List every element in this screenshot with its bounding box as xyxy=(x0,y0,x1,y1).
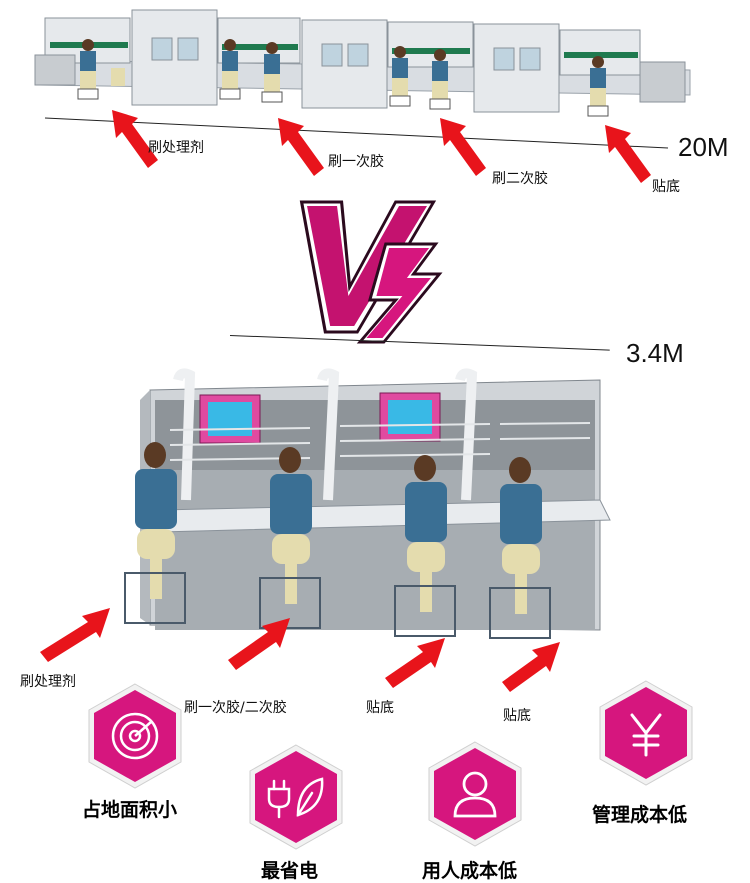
yen-icon xyxy=(630,713,662,757)
top-label-first-glue: 刷一次胶 xyxy=(328,154,384,170)
top-label-second-glue: 刷二次胶 xyxy=(492,171,548,187)
bottom-label-sole-attach-1: 贴底 xyxy=(366,700,394,716)
feature-hex-management xyxy=(599,680,693,786)
person-icon xyxy=(453,771,497,818)
bottom-label-treatment: 刷处理剂 xyxy=(20,674,76,690)
feature-label-power: 最省电 xyxy=(261,860,319,882)
feature-label-labor: 用人成本低 xyxy=(422,860,518,882)
long-production-line-illustration xyxy=(34,9,691,183)
top-label-treatment: 刷处理剂 xyxy=(148,140,204,156)
bottom-label-sole-attach-2: 贴底 xyxy=(503,708,531,724)
plug-leaf-icon xyxy=(267,777,324,819)
bottom-label-glue: 刷一次胶/二次胶 xyxy=(184,700,287,716)
feature-hex-power xyxy=(249,744,343,850)
feature-hex-area xyxy=(88,683,182,789)
vs-logo xyxy=(299,200,443,344)
compact-machine-illustration xyxy=(124,368,611,639)
feature-label-management: 管理成本低 xyxy=(592,804,688,826)
radar-icon xyxy=(111,712,159,760)
bottom-length-label: 3.4M xyxy=(626,338,684,368)
top-length-label: 20M xyxy=(678,132,729,162)
feature-hex-labor xyxy=(428,741,522,847)
top-label-sole-attach: 贴底 xyxy=(652,179,680,195)
feature-label-area: 占地面积小 xyxy=(82,799,178,821)
bottom-arrows xyxy=(40,608,560,692)
